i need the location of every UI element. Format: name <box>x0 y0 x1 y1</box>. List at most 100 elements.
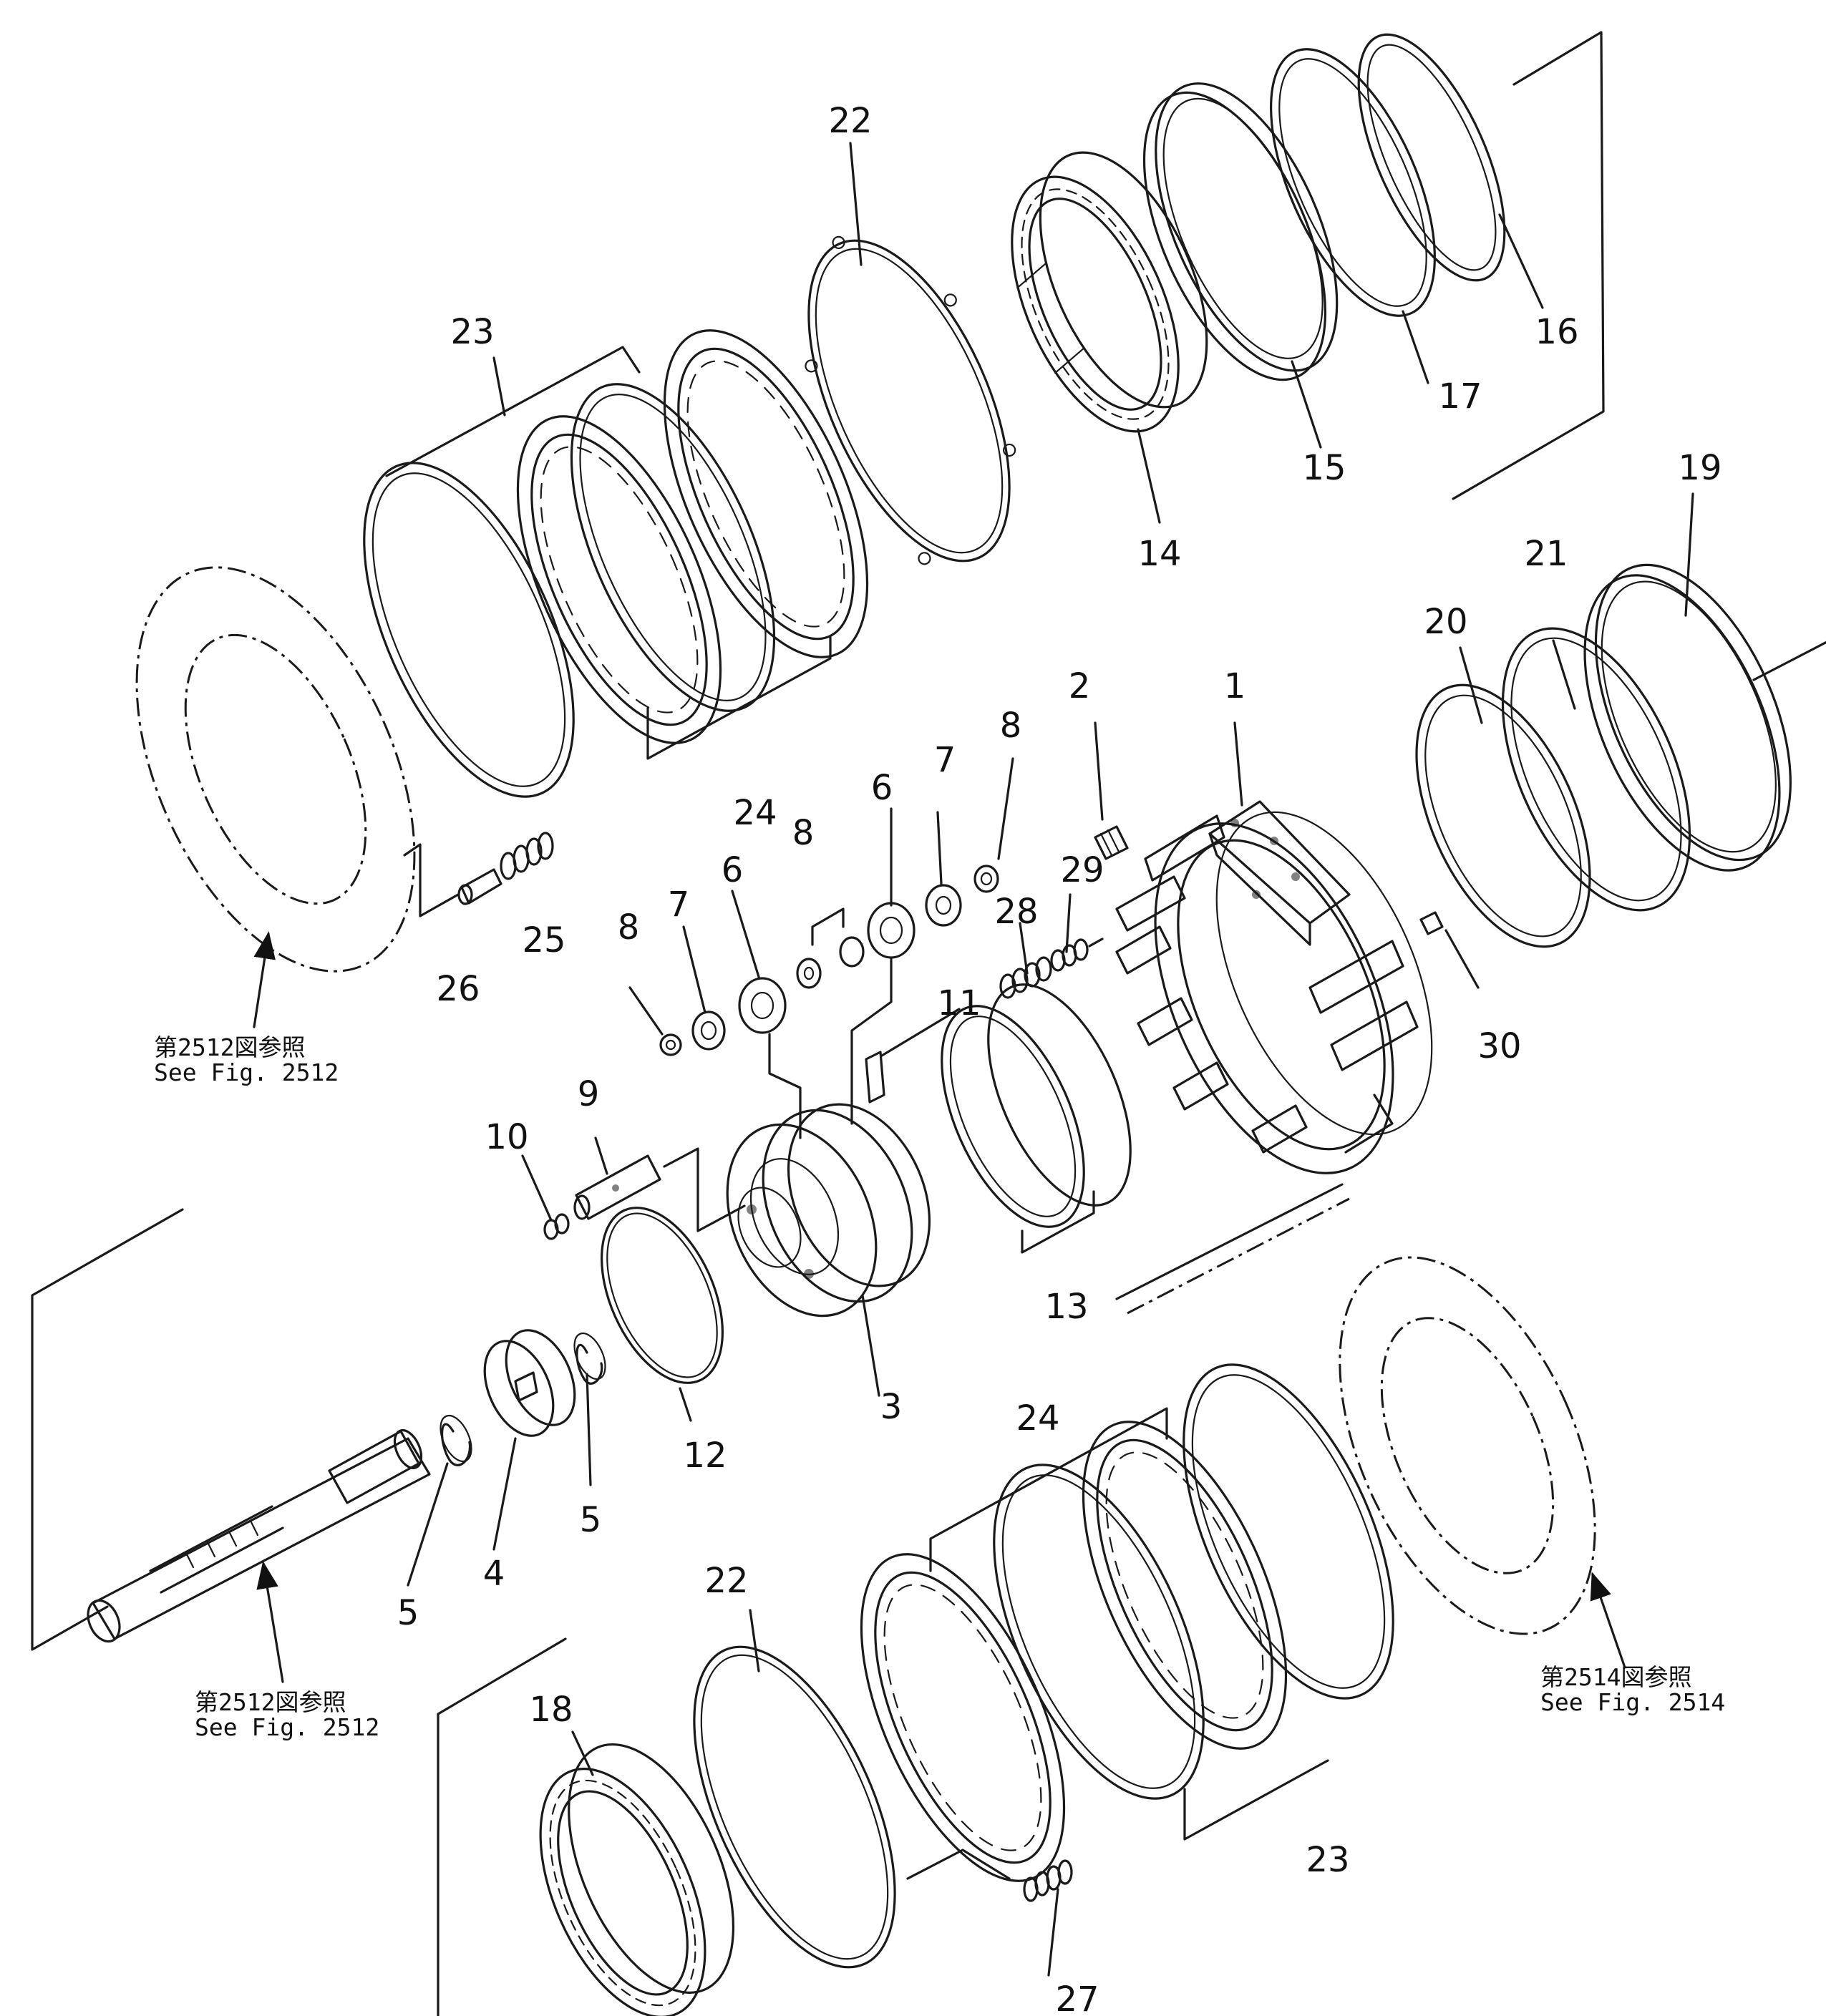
callout-26: 26 <box>436 969 480 1009</box>
callout-22-top: 22 <box>828 101 872 141</box>
snap-ring-16 <box>1357 33 1506 282</box>
ref-arrow-bottom-left <box>256 1561 284 1683</box>
friction-disc-24-bottom-a <box>860 1553 1066 1882</box>
separator-plate-22-top <box>805 235 1016 565</box>
ref-fig-2514-jp: 第2514図参照 <box>1540 1663 1691 1691</box>
bracket-frame-bottom-left <box>437 1637 567 2016</box>
ref-fig-2512-bottom-en: See Fig. 2512 <box>195 1713 379 1741</box>
friction-disc-24-top-b <box>663 329 869 658</box>
pin-30 <box>1419 911 1444 935</box>
group-bracket-23-top <box>385 346 641 477</box>
bracket-frame-top-right <box>1452 31 1605 500</box>
output-shaft <box>87 1429 431 1643</box>
spring-27 <box>1023 1859 1073 1902</box>
callout-1: 1 <box>1224 666 1246 706</box>
seal-ring-17 <box>1270 48 1436 317</box>
bearing-7-left <box>691 1011 726 1051</box>
callout-8-right: 8 <box>1000 706 1022 746</box>
ref-fig-2512-top-jp: 第2512図参照 <box>154 1033 305 1061</box>
callout-15: 15 <box>1302 448 1346 488</box>
ref-fig-2512-top-en: See Fig. 2512 <box>154 1058 339 1086</box>
snap-ring-12 <box>601 1207 724 1384</box>
leader-bracket-27 <box>906 1849 1011 1880</box>
callout-18: 18 <box>529 1690 573 1730</box>
callout-27: 27 <box>1055 1980 1099 2016</box>
callout-23-top: 23 <box>450 312 494 352</box>
washer-8-left <box>659 1033 682 1056</box>
ref-fig-2512-bottom-jp: 第2512図参照 <box>195 1688 346 1716</box>
callout-22-bottom: 22 <box>704 1561 748 1601</box>
bracket-frame-left <box>31 1208 184 1651</box>
snap-ring-12-inner <box>606 1212 718 1378</box>
pin-26 <box>457 868 502 905</box>
leader-bracket-8-mid <box>811 907 845 946</box>
callout-7-left: 7 <box>668 885 690 925</box>
leader-bracket-25-26 <box>403 843 460 917</box>
callout-8-mid: 8 <box>792 813 815 853</box>
group-bracket-24-top <box>646 636 832 760</box>
friction-disc-24-top-a <box>516 415 722 744</box>
callout-24-bottom: 24 <box>1016 1398 1059 1438</box>
callout-4: 4 <box>483 1554 505 1594</box>
plug-10 <box>543 1213 570 1240</box>
ring-gear-18 <box>539 1743 735 2016</box>
snap-ring-5-left <box>439 1414 472 1466</box>
ref-arrow-right <box>1590 1572 1626 1669</box>
plug-2 <box>1094 825 1129 860</box>
callout-2: 2 <box>1069 666 1091 706</box>
ref-fig-2514-en: See Fig. 2514 <box>1540 1688 1725 1716</box>
callout-20: 20 <box>1424 602 1467 642</box>
end-plate-left <box>135 566 416 973</box>
ref-arrow-top-left <box>253 931 276 1028</box>
pin-long-b <box>1127 1197 1350 1315</box>
callout-21: 21 <box>1524 534 1568 574</box>
bracket-frame-right <box>1752 641 1826 681</box>
callout-5-right: 5 <box>580 1500 602 1540</box>
seal-ring-21 <box>1501 627 1691 912</box>
pin-long <box>1115 1183 1344 1300</box>
planet-carrier-3 <box>726 1103 931 1318</box>
callout-19: 19 <box>1678 448 1721 488</box>
callout-25: 25 <box>522 920 565 960</box>
piston-19 <box>1583 563 1792 872</box>
callout-17: 17 <box>1438 376 1482 417</box>
callout-23-bottom: 23 <box>1306 1840 1349 1880</box>
sun-gear-4 <box>483 1329 576 1437</box>
seal-ring-13-a <box>941 1005 1085 1228</box>
leader-pin-9-to-carrier <box>663 1147 746 1232</box>
callout-6-right: 6 <box>871 768 893 808</box>
callout-10: 10 <box>485 1117 528 1157</box>
callout-8-left: 8 <box>618 907 640 948</box>
washer-8-mid <box>796 958 822 989</box>
callout-30: 30 <box>1477 1026 1521 1066</box>
spring-25 <box>500 832 554 880</box>
callout-16: 16 <box>1535 312 1578 352</box>
group-bracket-23-bottom <box>1183 1759 1329 1841</box>
callout-5-left: 5 <box>397 1593 419 1633</box>
seal-ring-20 <box>1415 683 1591 948</box>
seal-ring-13-b <box>987 983 1132 1207</box>
dowel-pin-11 <box>865 1051 885 1104</box>
bearing-7-right <box>925 884 962 927</box>
clutch-housing-1 <box>1115 800 1433 1174</box>
separator-plate-23-top-a <box>363 462 575 798</box>
ring-gear-14 <box>1011 151 1208 433</box>
washer-8-left-inner <box>665 1039 676 1051</box>
callout-3: 3 <box>880 1387 903 1427</box>
bearing-6-right <box>867 902 916 959</box>
spring-29 <box>1050 938 1104 972</box>
callout-24-top: 24 <box>733 793 777 833</box>
separator-plate-23-bottom-a <box>993 1464 1205 1800</box>
washer-8-mid-b <box>839 936 865 968</box>
callout-29: 29 <box>1060 850 1104 890</box>
end-plate-right <box>1339 1256 1596 1635</box>
washer-8-right <box>973 865 999 893</box>
seal-ring-15 <box>1142 82 1339 381</box>
leader-lines <box>407 142 1694 1977</box>
group-bracket-24-bottom <box>929 1407 1168 1572</box>
callout-14: 14 <box>1137 534 1181 574</box>
leader-housing-to-pin <box>1344 1094 1394 1154</box>
callout-6-left: 6 <box>722 850 744 890</box>
callout-28: 28 <box>994 892 1038 932</box>
